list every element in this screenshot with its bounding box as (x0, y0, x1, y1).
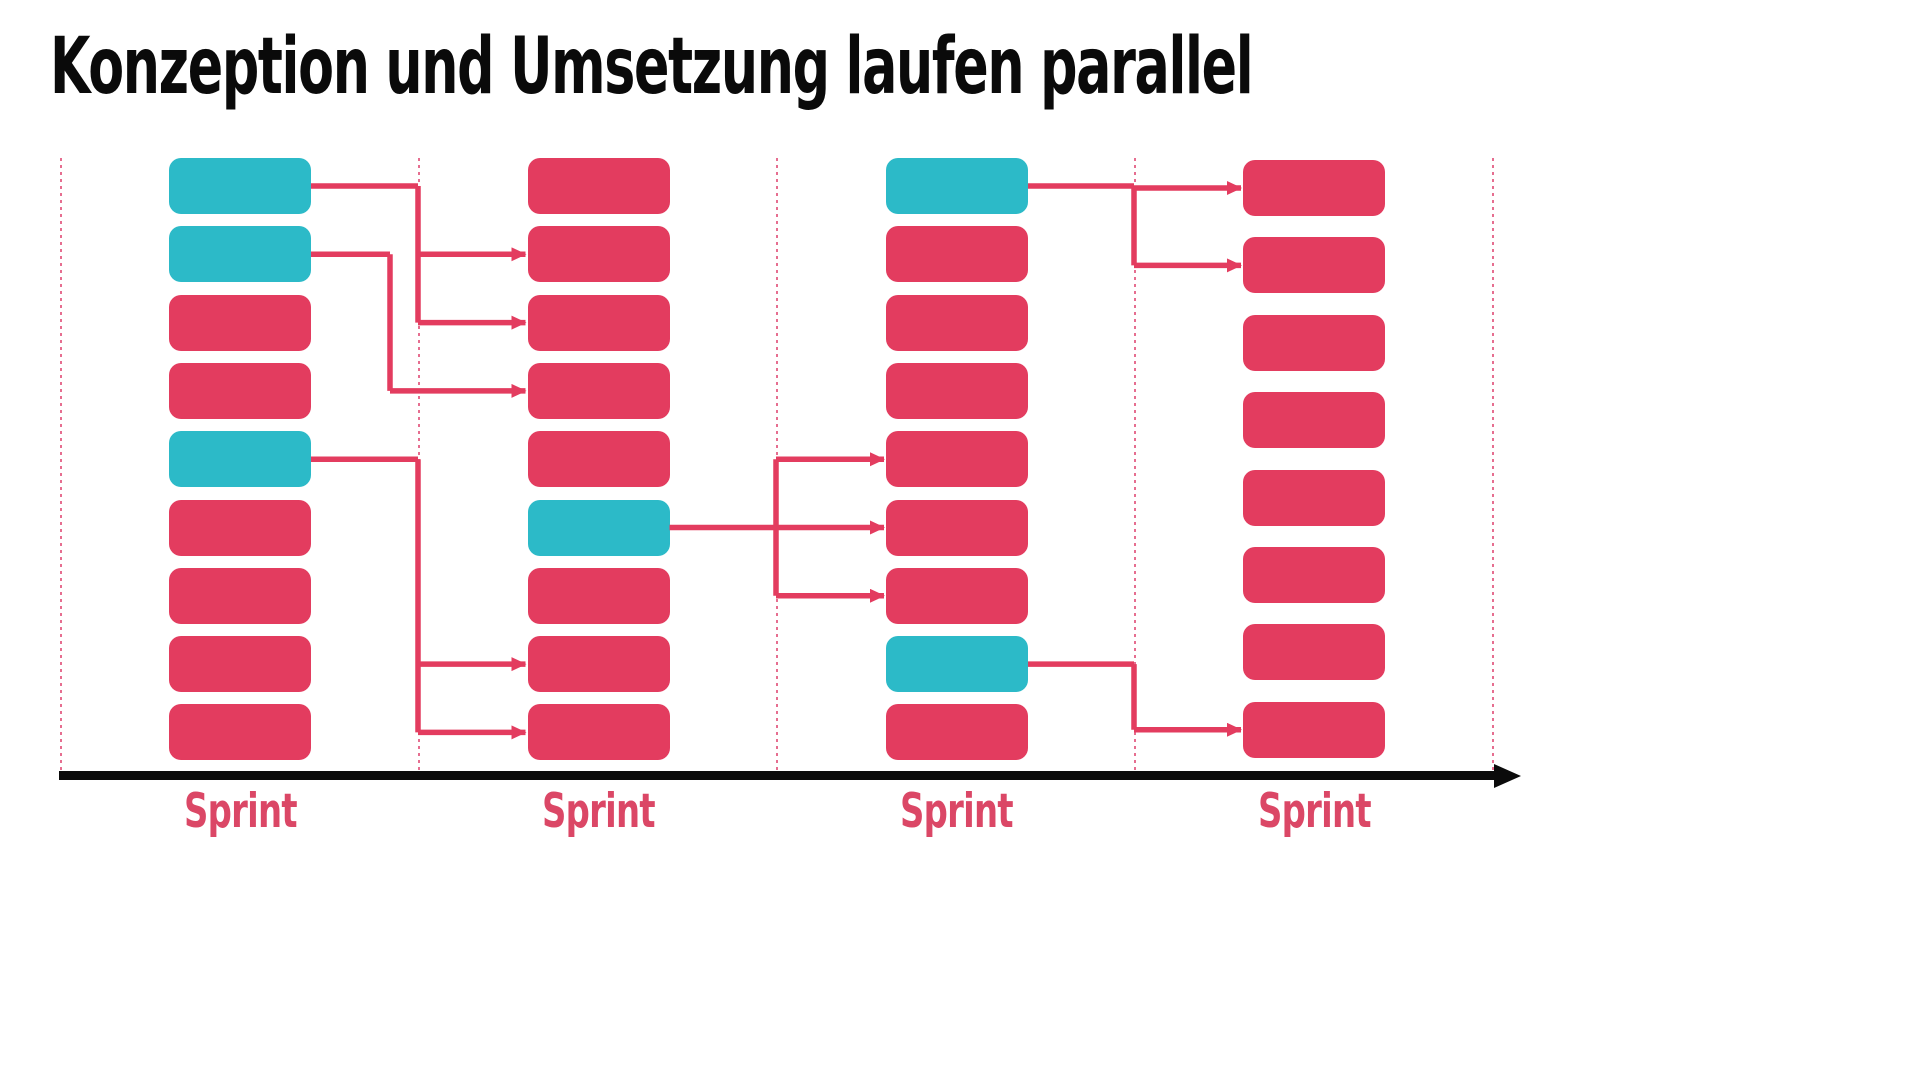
sprint-3-block-7 (886, 567, 1028, 624)
timeline-axis (59, 771, 1496, 780)
sprint-4-block-3 (1243, 314, 1385, 371)
sprint-4-block-4 (1243, 392, 1385, 449)
sprint-1-block-7 (169, 567, 311, 624)
sprint-4-block-2 (1243, 237, 1385, 294)
sprint-3-block-4 (886, 362, 1028, 419)
sprint-2-block-5 (527, 431, 670, 488)
sprint-1-block-4 (169, 362, 311, 419)
sprint-label-text: Sprint (1257, 784, 1372, 839)
sprint-2-block-9 (527, 704, 670, 761)
sprint-4-block-5 (1243, 469, 1385, 526)
sprint-3-block-9 (886, 704, 1028, 761)
connection-4-trunk (669, 459, 779, 596)
sprint-3-block-3 (886, 294, 1028, 351)
sprint-3-block-8 (886, 636, 1028, 693)
connection-3-trunk (311, 456, 421, 733)
sprint-4-block-8 (1243, 701, 1385, 758)
sprint-4-block-1 (1243, 160, 1385, 216)
sprint-label-text: Sprint (183, 784, 298, 839)
sprint-divider-1 (60, 158, 62, 771)
connection-2-trunk (311, 251, 393, 391)
sprint-4-block-6 (1243, 547, 1385, 603)
sprint-1-block-2 (169, 226, 311, 283)
sprint-3-block-2 (886, 226, 1028, 283)
sprint-2-block-7 (527, 567, 670, 624)
sprint-2-block-2 (527, 226, 670, 283)
sprint-2-block-4 (527, 362, 670, 419)
sprint-divider-4 (1134, 158, 1136, 771)
sprint-4-block-7 (1243, 624, 1385, 681)
sprint-label-2: Sprint (488, 784, 708, 839)
sprint-label-1: Sprint (130, 784, 350, 839)
connection-5-trunk (1028, 183, 1137, 266)
page-title: Konzeption und Umsetzung laufen parallel (50, 22, 1254, 112)
sprint-1-block-6 (169, 499, 311, 556)
sprint-label-text: Sprint (899, 784, 1014, 839)
sprint-1-block-8 (169, 636, 311, 693)
sprint-1-block-5 (169, 431, 311, 488)
sprint-2-block-3 (527, 294, 670, 351)
sprint-3-block-5 (886, 431, 1028, 488)
sprint-2-block-8 (527, 636, 670, 693)
connection-6-trunk (1028, 661, 1137, 730)
timeline-arrowhead-icon (1494, 764, 1521, 788)
sprint-1-block-3 (169, 294, 311, 351)
sprint-2-block-1 (527, 158, 670, 214)
sprint-label-4: Sprint (1204, 784, 1424, 839)
sprint-2-block-6 (527, 499, 670, 556)
sprint-label-text: Sprint (541, 784, 656, 839)
sprint-divider-5 (1492, 158, 1494, 771)
sprint-1-block-9 (169, 704, 311, 761)
sprint-3-block-6 (886, 499, 1028, 556)
sprint-1-block-1 (169, 158, 311, 214)
sprint-3-block-1 (886, 158, 1028, 214)
sprint-label-3: Sprint (846, 784, 1066, 839)
